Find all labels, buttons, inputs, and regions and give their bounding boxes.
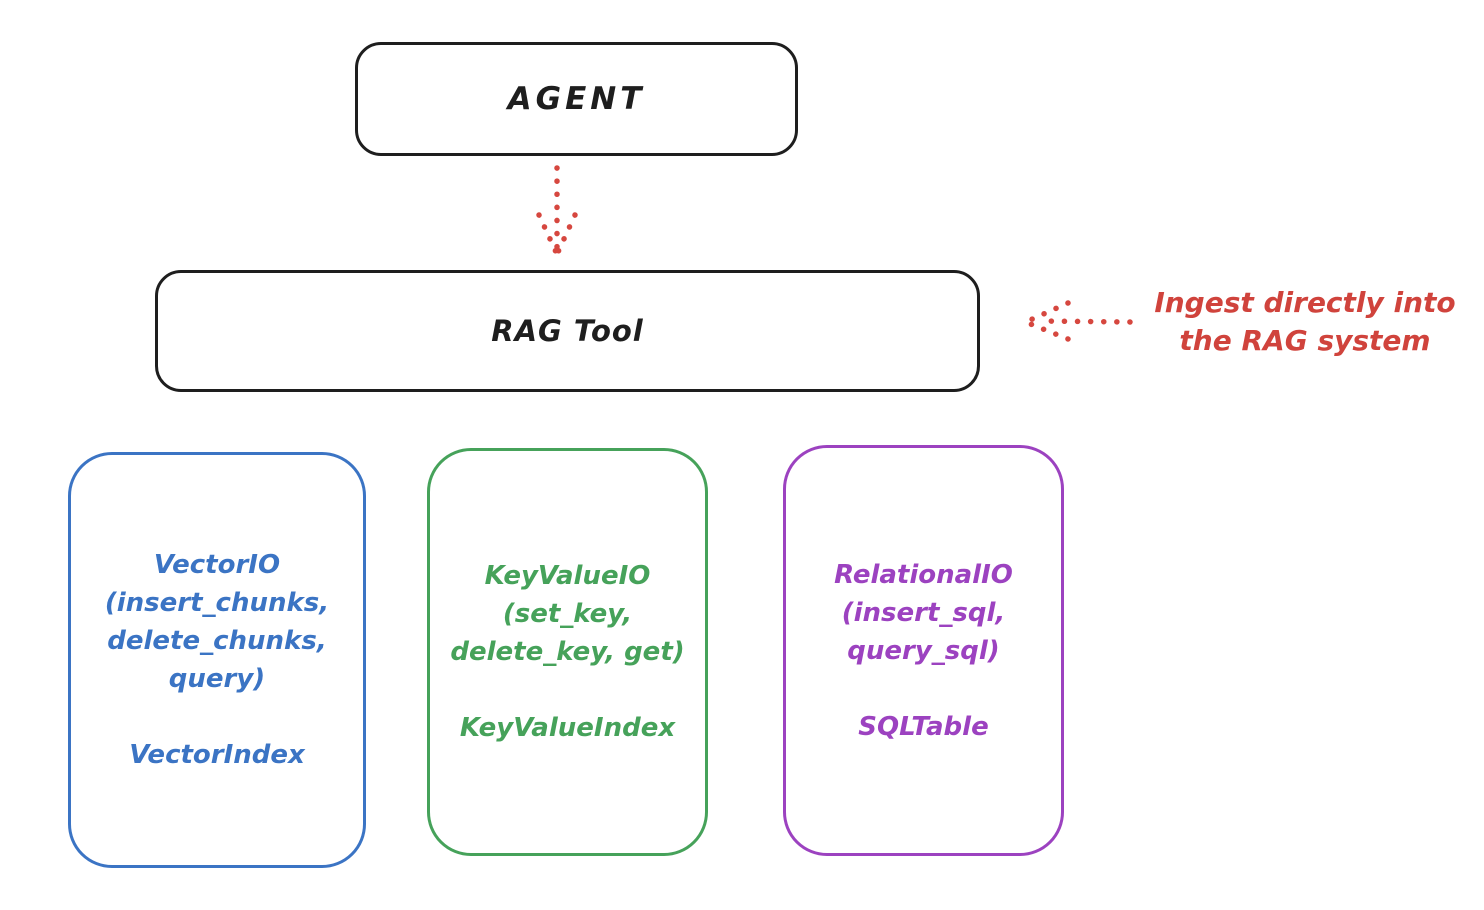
rag-tool-node-label: RAG Tool bbox=[491, 314, 644, 348]
arrowhead-right-wing bbox=[555, 212, 578, 255]
agent-node-label: AGENT bbox=[507, 81, 646, 117]
keyvalue-io-functions: KeyValueIO(set_key,delete_key, get) bbox=[450, 561, 685, 667]
annotation-to-ragtool-arrow bbox=[1025, 300, 1133, 342]
vector-io-node: VectorIO(insert_chunks,delete_chunks,que… bbox=[68, 452, 366, 868]
arrowhead-left-wing bbox=[536, 212, 559, 255]
arrow-shaft bbox=[1037, 318, 1133, 325]
relational-io-functions: RelationalIO(insert_sql,query_sql) bbox=[834, 559, 1013, 666]
vector-index-label: VectorIndex bbox=[129, 740, 305, 770]
agent-node: AGENT bbox=[355, 42, 798, 156]
arrowhead-lower-wing bbox=[1025, 320, 1071, 342]
rag-tool-node: RAG Tool bbox=[155, 270, 980, 392]
relational-io-node: RelationalIO(insert_sql,query_sql) SQLTa… bbox=[783, 445, 1064, 856]
sql-table-label: SQLTable bbox=[858, 711, 989, 742]
vector-io-functions: VectorIO(insert_chunks,delete_chunks,que… bbox=[104, 550, 330, 694]
keyvalue-index-label: KeyValueIndex bbox=[459, 713, 676, 743]
arrowhead-upper-wing bbox=[1025, 300, 1071, 324]
keyvalue-io-node: KeyValueIO(set_key,delete_key, get) KeyV… bbox=[427, 448, 708, 856]
